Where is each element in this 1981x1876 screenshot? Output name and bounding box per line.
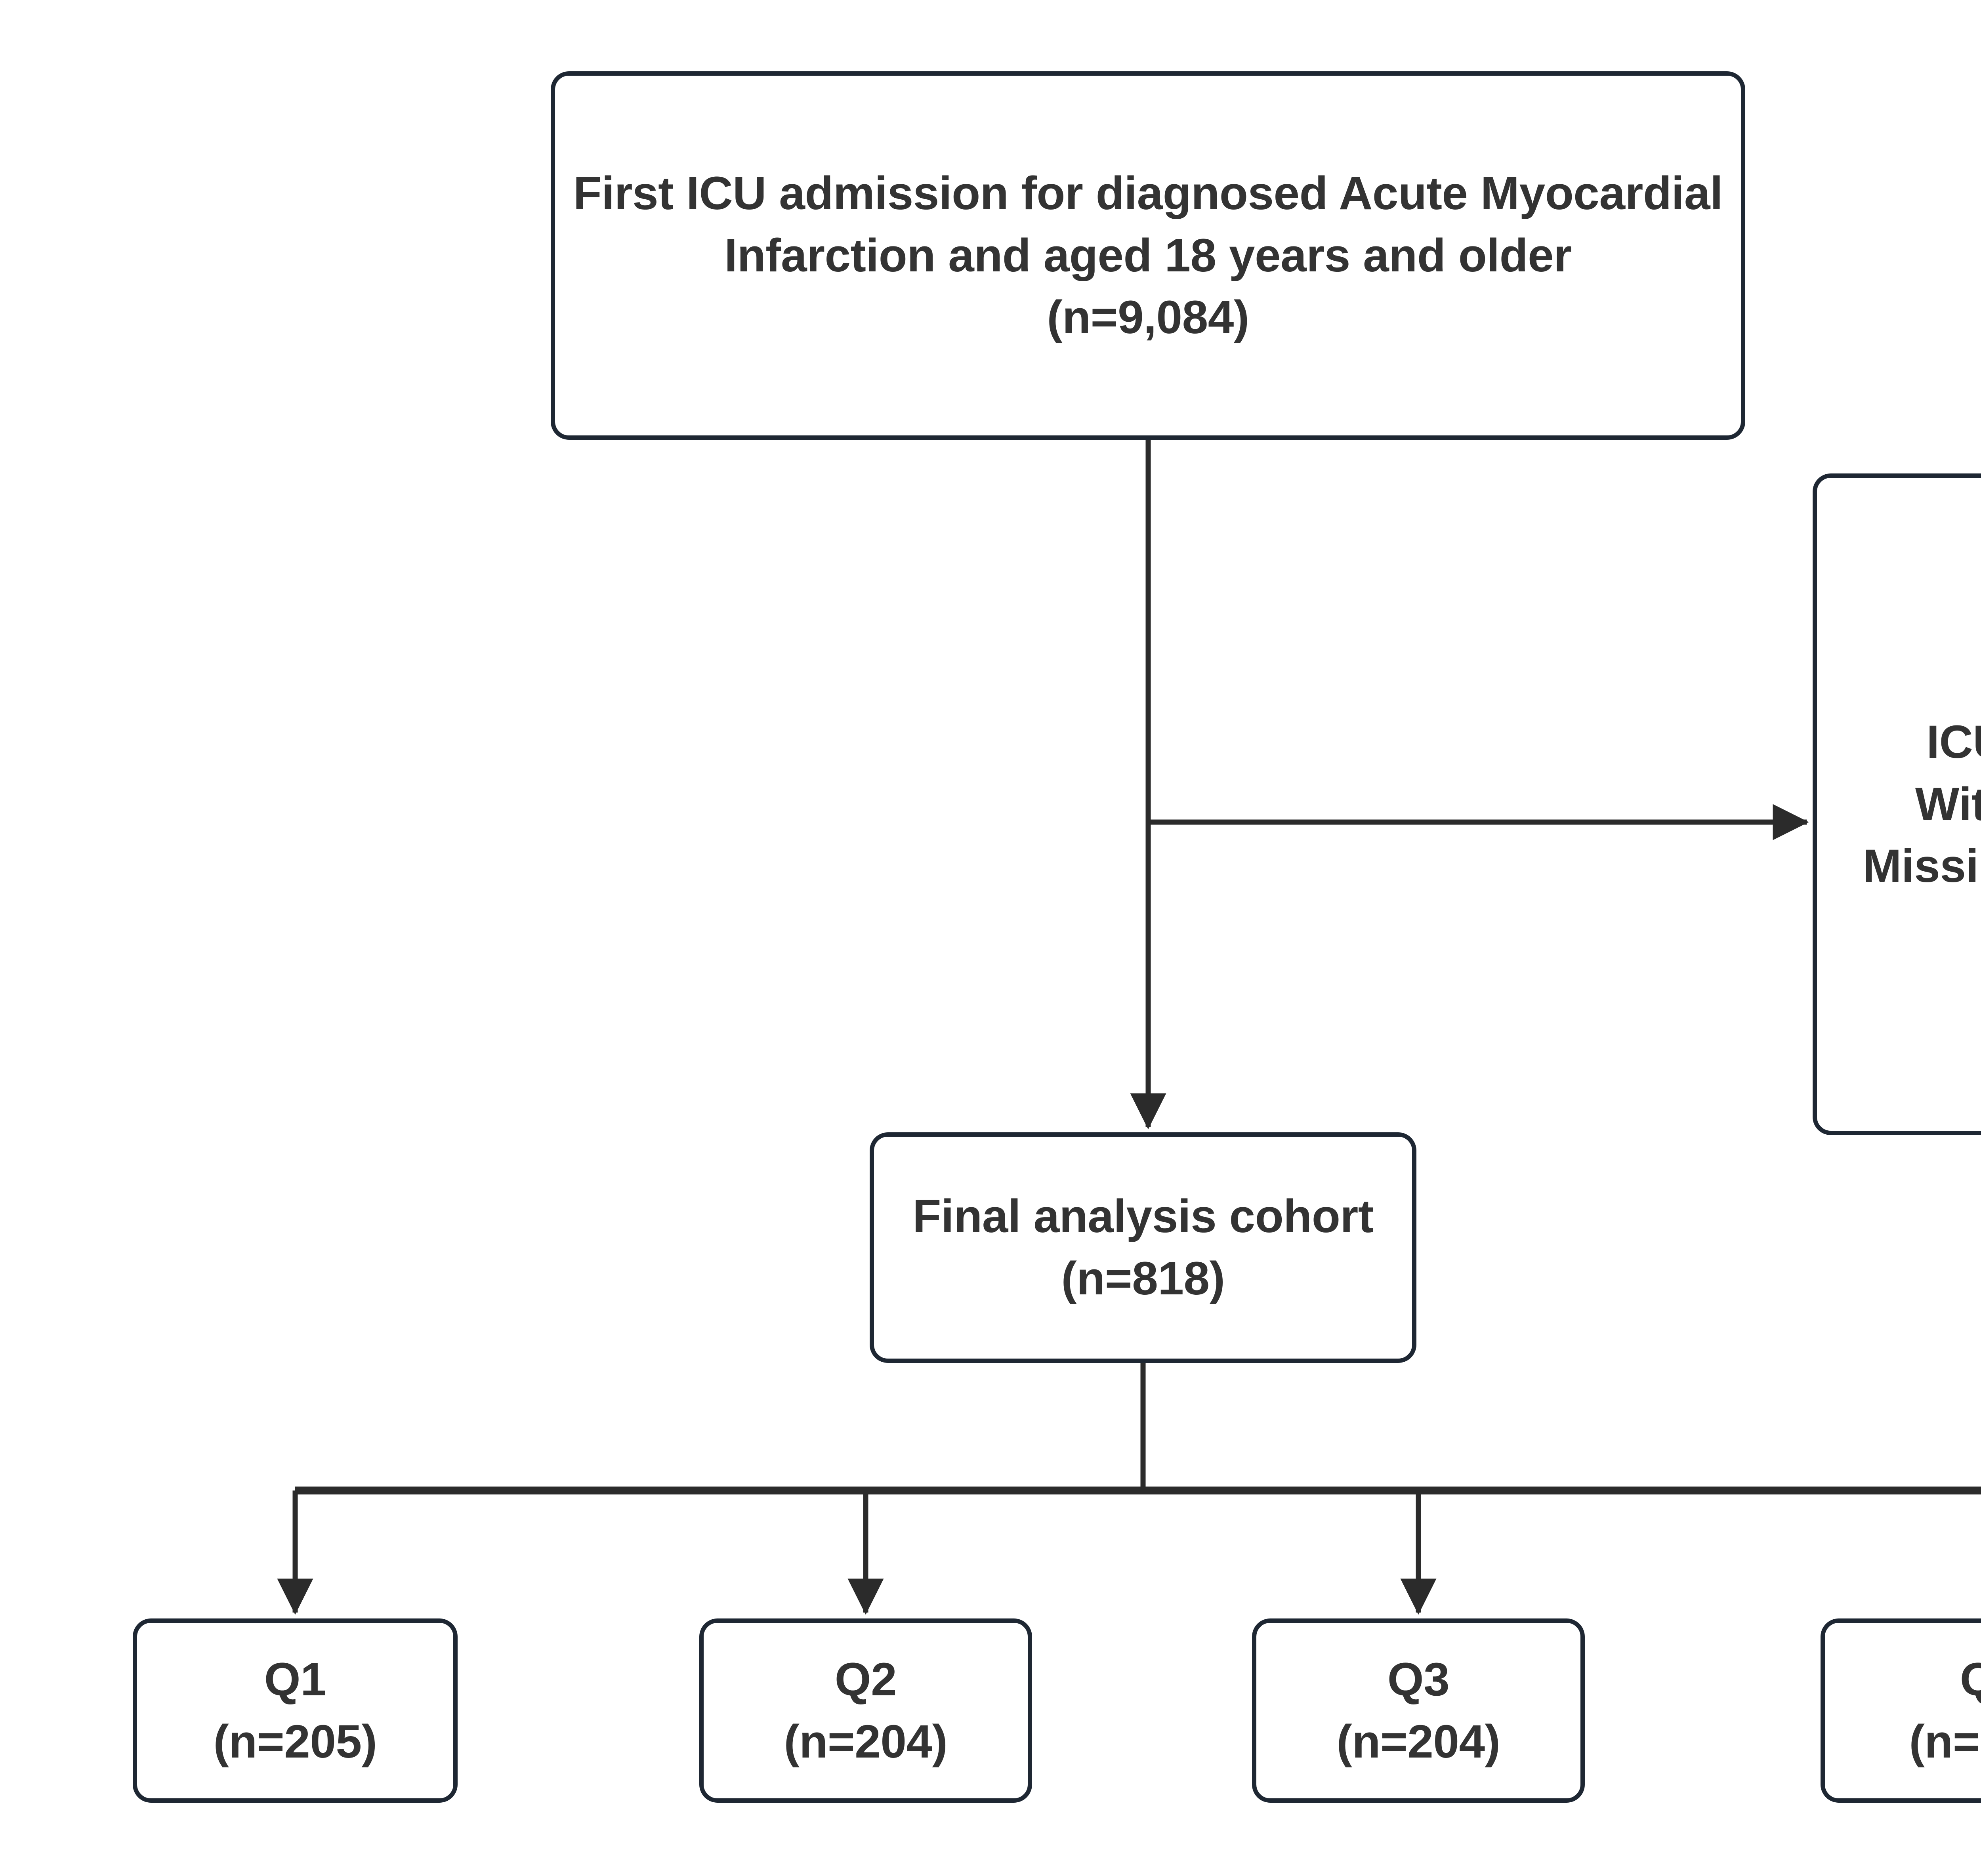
node-quartile-q3: Q3 (n=204) xyxy=(1252,1618,1585,1803)
node-cohort-label: Final analysis cohort (n=818) xyxy=(912,1190,1374,1305)
node-q1-label: Q1 (n=205) xyxy=(213,1653,377,1768)
node-enrolled-label: First ICU admission for diagnosed Acute … xyxy=(573,167,1723,344)
node-excluded-population: Exclued total (n=8,266) ICU stay less th… xyxy=(1813,473,1981,1135)
node-quartile-q2: Q2 (n=204) xyxy=(699,1618,1032,1803)
node-quartile-q4: Q4 (n=205) xyxy=(1821,1618,1981,1803)
node-q3-label: Q3 (n=204) xyxy=(1336,1653,1500,1768)
node-quartile-q1: Q1 (n=205) xyxy=(133,1618,458,1803)
node-enrolled-population: First ICU admission for diagnosed Acute … xyxy=(551,71,1745,440)
node-excluded-label: Exclued total (n=8,266) ICU stay less th… xyxy=(1863,716,1981,893)
node-final-analysis-cohort: Final analysis cohort (n=818) xyxy=(870,1132,1416,1363)
node-q4-label: Q4 (n=205) xyxy=(1909,1653,1981,1768)
node-q2-label: Q2 (n=204) xyxy=(784,1653,948,1768)
